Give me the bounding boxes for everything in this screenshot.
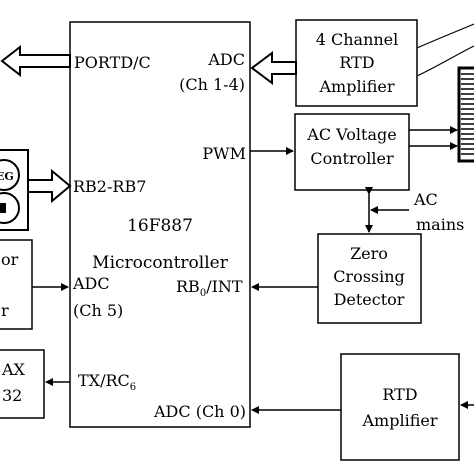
zc-line1: Zero <box>350 244 388 263</box>
rtd-amplifier-block <box>340 353 460 461</box>
rtd-sensor-wire-2 <box>416 45 474 77</box>
rb2-rb7-input-arrow <box>27 168 72 204</box>
ac-label-line1: AC <box>413 190 438 209</box>
zc-line2: Crossing <box>333 267 405 286</box>
port-adc5-line2: (Ch 5) <box>73 301 123 320</box>
port-pwm-label: PWM <box>202 144 246 163</box>
port-rb2-rb7-label: RB2-RB7 <box>73 177 146 196</box>
port-adc5-line1: ADC <box>72 274 110 293</box>
port-adc-ch0-label: ADC (Ch 0) <box>153 402 246 421</box>
rtd4-line1: 4 Channel <box>316 30 399 49</box>
portd-output-arrow <box>0 44 71 78</box>
mcu-name-line1: 16F887 <box>127 216 193 236</box>
zero-crossing-detector-block <box>317 233 422 324</box>
ac-voltage-controller-block <box>294 113 410 191</box>
acv-line1: AC Voltage <box>306 125 396 144</box>
rtd-line1: RTD <box>382 385 417 404</box>
port-rb0-int-label: RB0/INT <box>176 277 243 299</box>
zc-line3: Detector <box>334 290 405 309</box>
adc-ch14-input-arrow <box>250 51 297 85</box>
port-portd-label: PORTD/C <box>74 53 151 72</box>
ac-label-line2: mains <box>416 215 464 234</box>
rtd4-line3: Amplifier <box>319 77 395 96</box>
rtd4-line2: RTD <box>339 53 374 72</box>
max232-line2: 32 <box>2 386 22 405</box>
left-partial-block <box>0 239 33 330</box>
svg-text:TX/RC6: TX/RC6 <box>78 371 136 393</box>
keypad-partial: EG <box>0 149 29 231</box>
acv-line2: Controller <box>310 149 394 168</box>
port-adc-ch14-line1: ADC <box>207 50 245 69</box>
max232-line1: AX <box>1 360 26 379</box>
port-tx-rc6-label: TX/RC6 <box>78 371 136 393</box>
max232-partial-block <box>0 349 45 419</box>
svg-text:RB0/INT: RB0/INT <box>176 277 243 299</box>
mcu-name-line2: Microcontroller <box>92 253 229 273</box>
heater-element <box>457 66 474 163</box>
left-partial-line2: r <box>1 301 9 320</box>
rtd-sensor-wire-1 <box>416 23 474 49</box>
port-adc-ch14-line2: (Ch 1-4) <box>179 75 245 94</box>
rtd-line2: Amplifier <box>362 411 438 430</box>
microcontroller-block <box>69 21 251 428</box>
keypad-label: EG <box>0 170 14 183</box>
left-partial-line1: or <box>1 250 19 269</box>
